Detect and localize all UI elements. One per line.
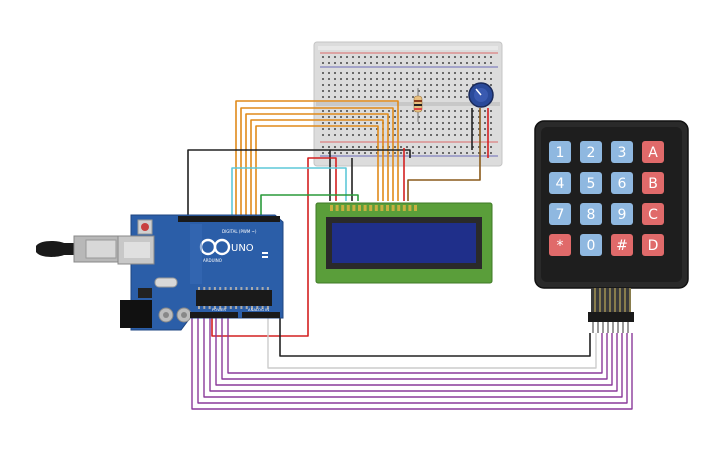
- keypad-key-label: 2: [587, 145, 596, 161]
- keypad-ribbon: [591, 288, 631, 312]
- keypad-key[interactable]: 3: [611, 141, 633, 163]
- arduino-model-label: UNO: [231, 243, 254, 254]
- keypad-key-label: 1: [556, 145, 565, 161]
- arduino-board: UNO ARDUINO DIGITAL (PWM ~) POWER ANALOG…: [36, 214, 284, 331]
- keypad-key-label: B: [648, 176, 658, 192]
- potentiometer[interactable]: [468, 82, 494, 108]
- keypad-key-label: 0: [587, 238, 596, 254]
- keypad-key-label: *: [557, 238, 564, 254]
- digital-pin-header: [178, 216, 280, 222]
- keypad-key-label: 7: [556, 207, 565, 223]
- keypad-key-label: 9: [618, 207, 627, 223]
- analog-header-label: ANALOG IN: [248, 307, 269, 312]
- keypad-key[interactable]: 5: [580, 172, 602, 194]
- power-jack: [120, 300, 152, 328]
- reset-button[interactable]: [141, 223, 149, 231]
- usb-plug-icon: [36, 241, 76, 257]
- analog-pin-header: [242, 312, 280, 318]
- lcd-pin-header: [330, 205, 417, 211]
- keypad-key-label: #: [616, 238, 628, 254]
- lcd-module: [315, 202, 493, 284]
- resistor: [413, 88, 423, 122]
- atmega-chip: [196, 290, 272, 306]
- breadboard: [313, 41, 503, 167]
- keypad-key[interactable]: 8: [580, 203, 602, 225]
- keypad-key[interactable]: A: [642, 141, 664, 163]
- keypad-key-label: 4: [556, 176, 565, 192]
- keypad-key[interactable]: 2: [580, 141, 602, 163]
- lcd-screen: [332, 223, 476, 263]
- keypad-key[interactable]: B: [642, 172, 664, 194]
- arduino-brand-label: ARDUINO: [203, 258, 222, 263]
- keypad-key[interactable]: 9: [611, 203, 633, 225]
- keypad-key[interactable]: C: [642, 203, 664, 225]
- keypad: 1 2 3 A 4 5 6 B 7 8 9 C * 0 # D: [534, 120, 689, 333]
- keypad-key-label: A: [648, 145, 658, 161]
- keypad-connector: [588, 312, 634, 322]
- keypad-key[interactable]: 7: [549, 203, 571, 225]
- keypad-key-label: 8: [587, 207, 596, 223]
- keypad-key[interactable]: #: [611, 234, 633, 256]
- keypad-key-label: 6: [618, 176, 627, 192]
- keypad-key[interactable]: 6: [611, 172, 633, 194]
- power-header-label: POWER: [212, 307, 226, 312]
- power-pin-header: [190, 312, 238, 318]
- keypad-key-label: 3: [618, 145, 627, 161]
- keypad-key[interactable]: 0: [580, 234, 602, 256]
- digital-header-label: DIGITAL (PWM ~): [222, 229, 257, 234]
- keypad-key[interactable]: 1: [549, 141, 571, 163]
- keypad-key-label: D: [648, 238, 659, 254]
- keypad-key[interactable]: *: [549, 234, 571, 256]
- keypad-key-label: 5: [587, 176, 596, 192]
- keypad-key-label: C: [648, 207, 658, 223]
- keypad-key[interactable]: 4: [549, 172, 571, 194]
- keypad-key[interactable]: D: [642, 234, 664, 256]
